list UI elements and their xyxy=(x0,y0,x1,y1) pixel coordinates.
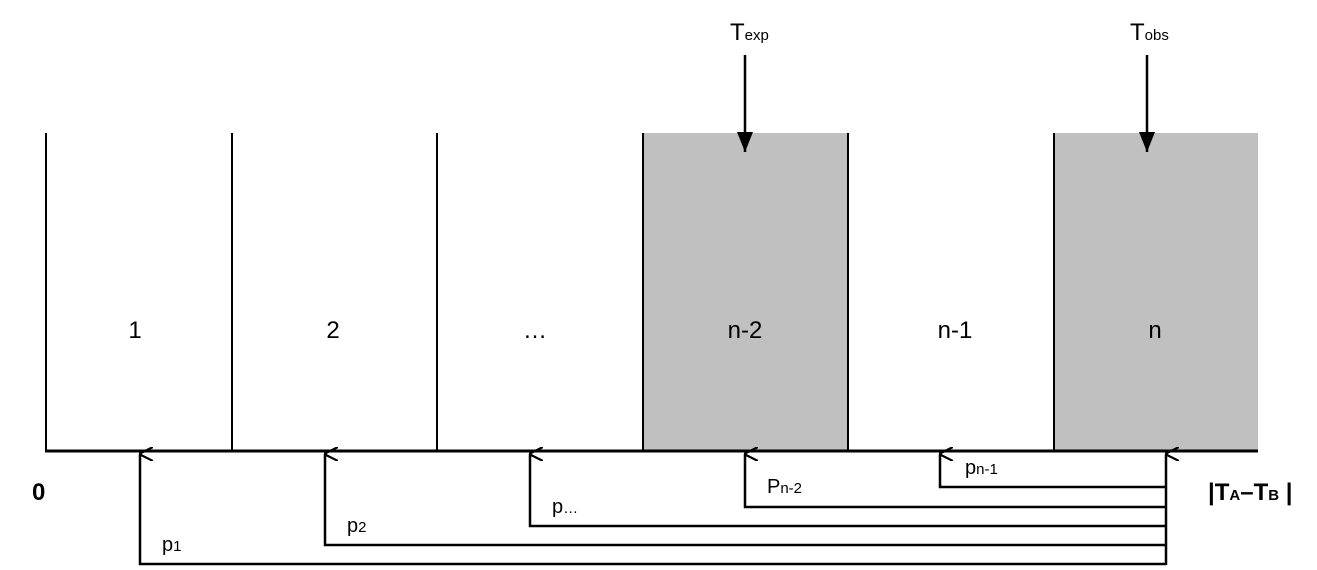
prob-label-pn-1: pn-1 xyxy=(965,457,998,479)
axis-end-label: |TA–TB | xyxy=(1208,479,1293,506)
t-exp-label: Texp xyxy=(730,19,769,46)
bin-label-n-2: n-2 xyxy=(728,317,763,344)
connector-p-ellipsis xyxy=(528,454,1166,528)
bin-n-2-shade xyxy=(643,133,848,451)
bin-label-2: 2 xyxy=(326,317,339,344)
bin-label-n: n xyxy=(1148,317,1161,344)
t-obs-label: Tobs xyxy=(1130,19,1169,46)
bin-label-ellipsis: … xyxy=(523,317,547,344)
prob-label-p1: p1 xyxy=(162,534,181,556)
prob-label-p2: p2 xyxy=(347,515,366,537)
connector-p2 xyxy=(323,454,1166,547)
prob-label-pn-2: Pn-2 xyxy=(767,476,802,498)
bin-n-shade xyxy=(1054,133,1258,451)
connector-pn-1 xyxy=(938,454,1166,489)
connector-pn-2 xyxy=(743,454,1166,509)
prob-label-p-ellipsis: p… xyxy=(552,496,578,518)
bin-label-n-1: n-1 xyxy=(938,317,973,344)
bin-label-1: 1 xyxy=(128,317,141,344)
probability-connectors xyxy=(138,454,1166,566)
bin-dividers xyxy=(45,133,1055,451)
axis-origin-label: 0 xyxy=(32,479,45,506)
connector-p1 xyxy=(138,454,1166,566)
